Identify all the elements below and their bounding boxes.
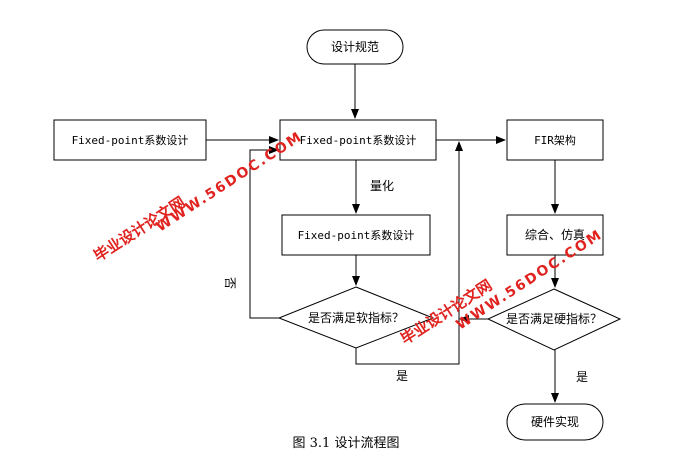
fixed-quant-box: Fixed-point系数设计 (281, 214, 431, 256)
hard-check-diamond: 是否满足硬指标？ (486, 288, 622, 351)
edge-label-quantize: 量化 (370, 179, 394, 193)
edge-label-yes-right: 是 (576, 370, 588, 384)
figure-caption: 图 3.1 设计流程图 (293, 436, 400, 451)
hw-terminal: 硬件实现 (506, 403, 604, 441)
arrow-soft-no-loop (249, 146, 279, 319)
edge-label-yes-bottom: 是 (396, 369, 408, 383)
fir-box: FIR架构 (506, 119, 604, 161)
hw-label: 硬件实现 (531, 414, 579, 429)
synth-label: 综合、仿真 (525, 227, 585, 242)
fixed-left-label: Fixed-point系数设计 (72, 134, 189, 147)
fixed-left-box: Fixed-point系数设计 (53, 119, 207, 161)
arrow-soft-yes-up (355, 141, 463, 365)
fir-label: FIR架构 (534, 133, 576, 147)
fixed-main-label: Fixed-point系数设计 (300, 134, 417, 147)
fixed-quant-label: Fixed-point系数设计 (298, 229, 415, 242)
fixed-main-box: Fixed-point系数设计 (279, 119, 437, 161)
spec-label: 设计规范 (331, 39, 379, 54)
watermark-cn-left: 毕业设计论文网 (90, 193, 188, 265)
edge-label-no: 否 (223, 277, 237, 289)
soft-check-label: 是否满足软指标？ (308, 310, 404, 325)
synth-box: 综合、仿真 (506, 214, 604, 256)
hard-check-label: 是否满足硬指标？ (506, 311, 602, 326)
spec-terminal: 设计规范 (306, 29, 404, 65)
connectors (206, 64, 559, 403)
